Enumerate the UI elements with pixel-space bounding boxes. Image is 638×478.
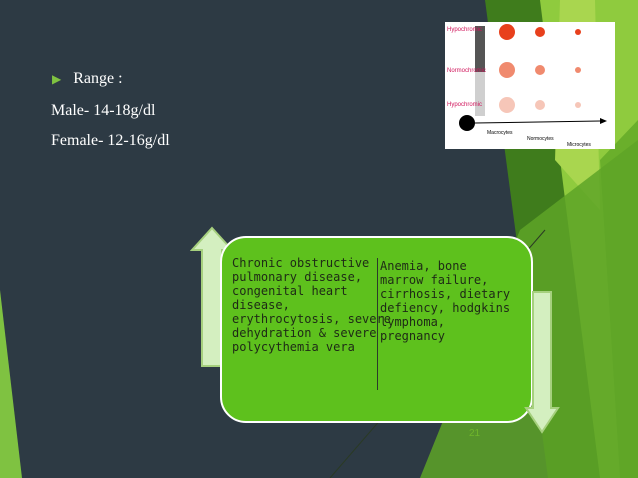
row-label-1: Hypochromic [447, 27, 482, 33]
cell-normo-hypo [535, 27, 545, 37]
down-arrow-icon [524, 291, 560, 434]
bullet-arrow-icon: ▶ [52, 71, 62, 86]
decrease-line: Anemia, bone [380, 259, 467, 273]
rbc-figure: Hypochromic Normochromic Hypochromic Mac… [445, 22, 615, 149]
decrease-line: lymphoma, [380, 315, 446, 329]
cell-normo-normo [535, 65, 545, 75]
cell-large-pale [499, 97, 515, 113]
black-cell [459, 115, 475, 131]
comparison-box [220, 236, 533, 423]
range-label: Range : [73, 70, 123, 87]
increase-line: pulmonary disease, [232, 270, 363, 284]
bg-corner-left [0, 290, 22, 478]
label-normocytes: Normocytes [527, 136, 554, 142]
increase-line: polycythemia vera [232, 340, 355, 354]
page-number: 21 [469, 428, 481, 439]
decrease-line: pregnancy [380, 329, 446, 343]
gradient-bar-light [475, 72, 485, 116]
gradient-bar [475, 26, 485, 116]
male-range: Male- 14-18g/dl [51, 102, 156, 119]
increase-line: erythrocytosis, severe [232, 312, 391, 326]
decrease-line: cirrhosis, dietary [380, 287, 511, 301]
row-label-3: Hypochromic [447, 102, 482, 108]
increase-line: disease, [232, 298, 290, 312]
cell-micro-normo [575, 67, 581, 73]
row-label-2: Normochromic [447, 68, 486, 74]
label-microcytes: Microcytes [567, 142, 591, 148]
range-bullet: ▶ Range : [52, 70, 123, 88]
rbc-figure-drawing: Hypochromic Normochromic Hypochromic Mac… [447, 24, 607, 148]
label-macrocytes: Macrocytes [487, 130, 513, 136]
increase-line: Chronic obstructive [232, 256, 370, 270]
increase-line: dehydration & severe [232, 326, 377, 340]
size-arrow [474, 120, 601, 124]
female-range: Female- 12-16g/dl [51, 132, 170, 149]
cell-micro-pale [575, 102, 581, 108]
decrease-line: defiency, hodgkins [380, 301, 511, 315]
increase-line: congenital heart [232, 284, 348, 298]
size-arrow-head [600, 118, 607, 124]
cell-large-hypo [499, 24, 515, 40]
column-divider [377, 258, 378, 390]
increase-causes: Chronic obstructive pulmonary disease, c… [232, 256, 391, 354]
decrease-line: marrow failure, [380, 273, 489, 287]
cell-micro-hypo [575, 29, 581, 35]
decrease-causes: Anemia, bone marrow failure, cirrhosis, … [380, 259, 510, 343]
cell-normo-pale [535, 100, 545, 110]
cell-large-normo [499, 62, 515, 78]
